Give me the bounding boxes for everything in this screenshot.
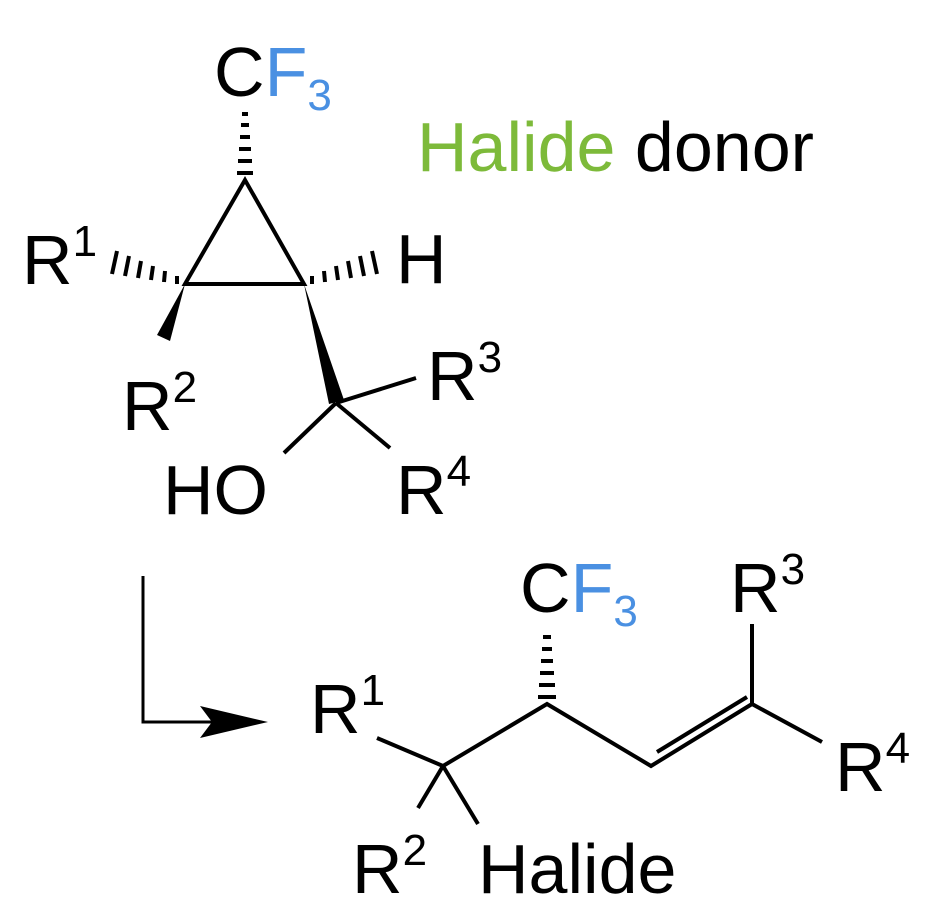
reactant-r2-label: R2 [122, 363, 197, 445]
reactant-wedge-bond-r2 [157, 284, 185, 341]
product-carbon-chain [376, 701, 754, 769]
product-halide-label: Halide [478, 830, 676, 908]
product-r2-base: R [352, 830, 403, 908]
product-r3-base: R [730, 549, 781, 627]
product-molecule: CF3 R1 R2 Halide [310, 545, 910, 908]
halide-donor-caption: Halide donor [417, 108, 814, 186]
product-cf3-carbon: C [520, 549, 571, 627]
product-r1-superscript: 1 [361, 666, 385, 715]
reactant-h-label: H [396, 220, 447, 298]
reactant-cf3-subscript: 3 [307, 71, 331, 120]
reactant-r2-base: R [122, 367, 173, 445]
reactant-r4-superscript: 4 [447, 447, 471, 496]
reactant-r4-base: R [396, 451, 447, 529]
reactant-r3-base: R [427, 337, 478, 415]
reactant-bond-oh [282, 401, 338, 455]
product-r1-label: R1 [310, 666, 385, 748]
caption-halide-word: Halide [417, 108, 615, 186]
reactant-molecule: CF3 R1 R2 [22, 33, 502, 529]
reactant-cyclopropane-ring [181, 175, 308, 286]
product-r4-base: R [835, 728, 886, 806]
reactant-bond-r3 [335, 376, 417, 405]
reactant-r4-label: R4 [396, 447, 471, 529]
reactant-r2-superscript: 2 [173, 363, 197, 412]
reactant-cf3-label: CF3 [214, 33, 332, 120]
reactant-bond-r4 [334, 401, 392, 450]
product-r4-superscript: 4 [886, 724, 910, 773]
reactant-r3-label: R3 [427, 333, 502, 415]
product-r2-label: R2 [352, 826, 427, 908]
reactant-hashed-bond-r1 [110, 250, 179, 284]
product-r4-label: R4 [835, 724, 910, 806]
caption-donor-word: donor [635, 108, 814, 186]
product-cf3-fluorine: F [571, 549, 614, 627]
reactant-wedge-bond-carbinol [304, 284, 344, 404]
product-bond-r2 [416, 764, 445, 810]
reactant-cf3-carbon: C [214, 33, 265, 111]
product-hashed-bond-cf3 [538, 635, 556, 699]
reactant-r3-superscript: 3 [478, 333, 502, 382]
reaction-arrow [141, 576, 268, 738]
product-cf3-label: CF3 [520, 549, 638, 636]
reactant-hashed-bond-h [310, 250, 379, 284]
product-bond-r4 [751, 702, 823, 744]
product-double-bond-inner [655, 695, 749, 754]
product-r3-label: R3 [730, 545, 805, 627]
product-cf3-subscript: 3 [613, 587, 637, 636]
reactant-cf3-fluorine: F [265, 33, 308, 111]
reactant-hashed-bond-cf3 [237, 112, 253, 175]
product-r3-superscript: 3 [781, 545, 805, 594]
product-r1-base: R [310, 670, 361, 748]
reactant-r1-label: R1 [22, 217, 97, 299]
product-r2-superscript: 2 [403, 826, 427, 875]
product-bond-halide [441, 764, 480, 826]
reactant-r1-superscript: 1 [73, 217, 97, 266]
reactant-hydroxyl-label: HO [163, 451, 268, 529]
reactant-r1-base: R [22, 221, 73, 299]
